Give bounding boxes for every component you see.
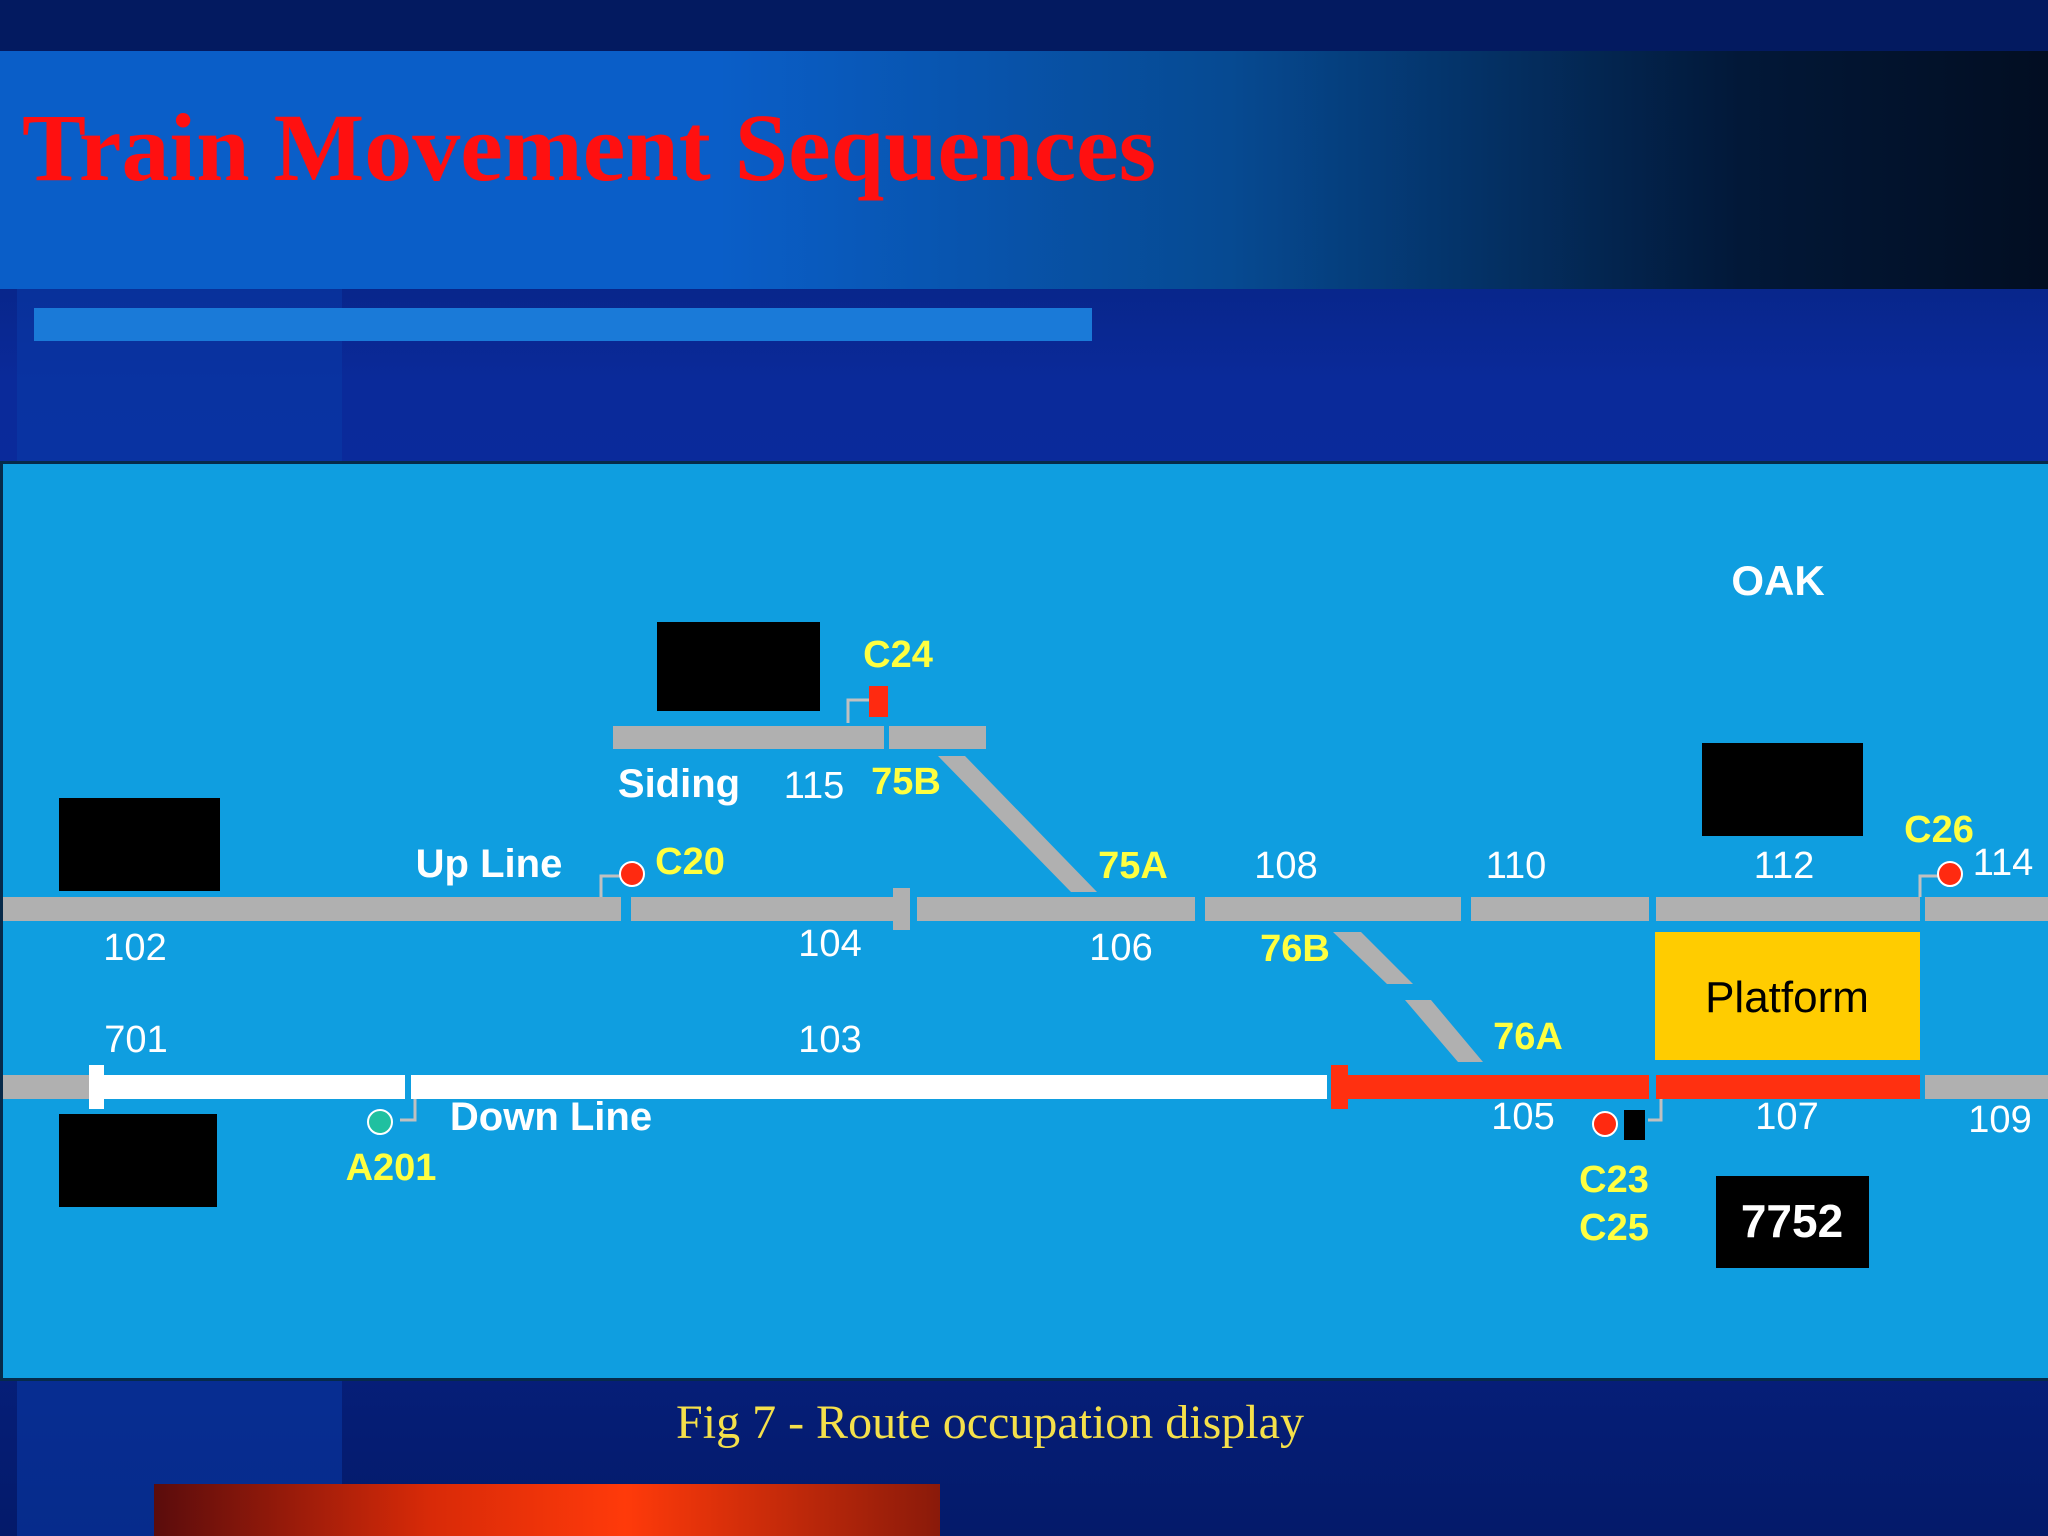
siding-track-75b [889,726,986,749]
up-line-track-102 [3,897,621,921]
bottom-accent-bar [154,1484,940,1536]
signal-post-c26 [1918,874,1938,897]
up-line-track-108 [1205,897,1461,921]
down-line-track-109 [1925,1075,2048,1099]
track-label-105: 105 [1491,1096,1554,1138]
info-box-platform-east [1702,743,1863,836]
crossover-76-lower[interactable] [1405,1000,1483,1062]
figure-caption: Fig 7 - Route occupation display [676,1396,1304,1449]
track-diagram: OAK C24 C20 C26 Platform [3,557,2048,1268]
train-id-box[interactable] [1716,1176,1869,1268]
track-label-701: 701 [104,1019,167,1061]
point-label-76a: 76A [1493,1016,1563,1058]
up-line-insulated-joint [893,888,910,930]
down-line-track-701-route [103,1075,405,1099]
signal-post-c24 [846,698,869,723]
info-box-siding [657,622,820,711]
up-line-track-106 [917,897,1195,921]
station-name: OAK [1731,557,1824,604]
signal-label-c23: C23 [1579,1159,1649,1201]
title-underline-bar [34,308,1092,341]
track-label-114: 114 [1973,842,2034,884]
route-occupation-display: OAK C24 C20 C26 Platform [0,461,2048,1381]
point-label-76b: 76B [1260,928,1330,970]
signal-a201-aspect[interactable] [367,1109,393,1135]
platform-label: Platform [1705,973,1869,1022]
signal-label-c25: C25 [1579,1207,1649,1249]
up-line-track-114 [1925,897,2048,921]
track-label-107: 107 [1755,1096,1818,1138]
signal-label-c24: C24 [863,634,933,676]
down-line-label: Down Line [450,1095,652,1139]
down-line-track-103-route [411,1075,1327,1099]
up-line-track-112 [1656,897,1920,921]
track-label-104: 104 [798,923,861,965]
crossover-75[interactable] [938,756,1097,892]
signal-c20-aspect[interactable] [619,861,645,887]
signal-post-c20 [599,874,620,897]
signal-c23-aspect[interactable] [1592,1111,1618,1137]
up-line-label: Up Line [416,842,563,886]
signal-label-c20: C20 [655,841,725,883]
info-box-down-west [59,1114,217,1207]
down-line-track-105-occupied [1346,1075,1649,1099]
info-box-up-west [59,798,220,891]
track-label-110: 110 [1486,845,1547,887]
track-label-106: 106 [1089,927,1152,969]
train-id: 7752 [1741,1195,1843,1247]
signal-label-a201: A201 [346,1147,437,1189]
track-label-103: 103 [798,1019,861,1061]
signal-c26-aspect[interactable] [1937,861,1963,887]
down-line-track-west [3,1075,91,1099]
track-label-109: 109 [1968,1099,2031,1141]
title-band [0,51,2048,289]
track-label-115: 115 [784,765,845,807]
down-line-occupied-joint [1331,1065,1348,1109]
down-line-track-107-occupied [1656,1075,1920,1099]
up-line-track-110 [1471,897,1649,921]
up-line-track-104 [631,897,897,921]
signal-c24-aspect[interactable] [869,686,888,717]
slide-title: Train Movement Sequences [22,94,1157,201]
signal-post-c23 [1648,1099,1663,1122]
track-label-102: 102 [103,927,166,969]
top-strip [0,0,2048,51]
track-label-108: 108 [1254,845,1317,887]
track-label-112: 112 [1754,845,1815,887]
signal-label-c26: C26 [1904,809,1974,851]
platform [1655,932,1920,1060]
crossover-76-upper[interactable] [1333,932,1413,984]
point-label-75a: 75A [1098,845,1168,887]
signal-c25-aspect[interactable] [1624,1110,1645,1140]
down-line-route-start [89,1065,104,1109]
siding-track-115 [613,726,884,749]
point-label-75b: 75B [871,761,941,803]
siding-label: Siding [618,762,740,806]
signal-post-a201 [400,1099,417,1122]
